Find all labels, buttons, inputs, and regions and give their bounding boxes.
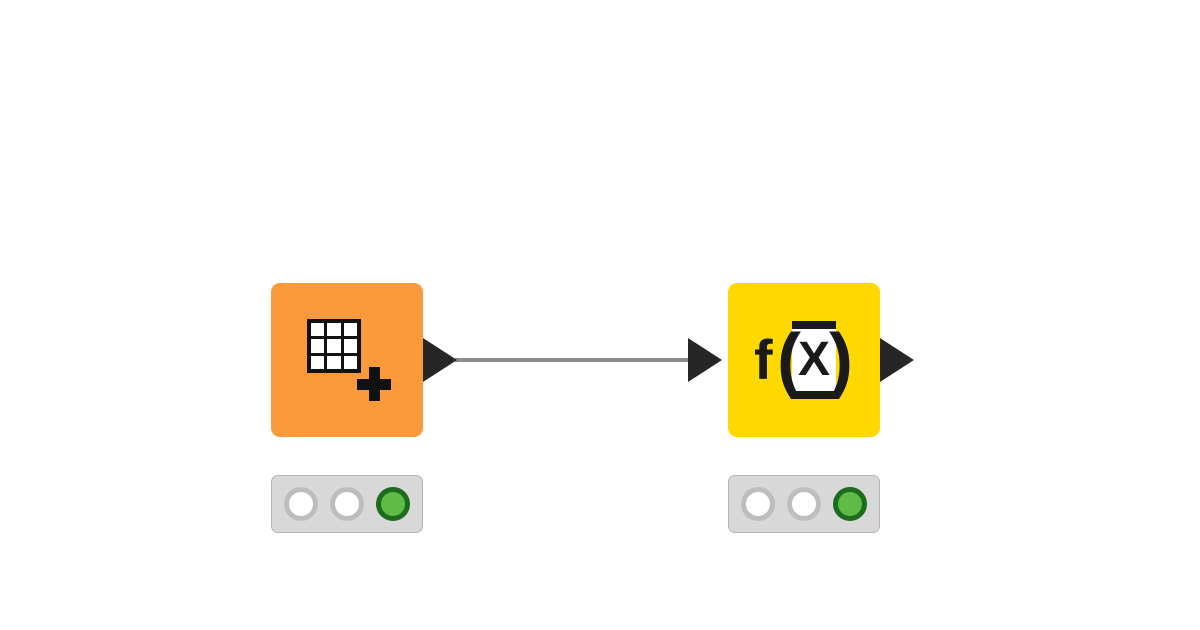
fx-variable: X (797, 333, 830, 386)
table-cell (343, 323, 357, 337)
table-cell (311, 355, 325, 369)
fx-variable-box (792, 321, 836, 399)
node-math-formula[interactable]: f ( X ) (688, 283, 978, 533)
fx-paren-left: ( (777, 320, 801, 400)
status-light-configure (741, 487, 775, 521)
table-cell (311, 339, 325, 353)
table-icon (307, 319, 361, 373)
node-table-creator-status-bar (271, 475, 423, 533)
status-light-executed (833, 487, 867, 521)
plus-icon (357, 367, 391, 401)
status-light-queued (787, 487, 821, 521)
fx-icon: f ( X ) (728, 283, 880, 437)
table-cell (343, 339, 357, 353)
fx-letter-f: f (754, 328, 773, 391)
node-table-creator-output-port[interactable] (423, 338, 457, 382)
node-math-formula-input-port[interactable] (688, 338, 722, 382)
node-table-creator-body[interactable] (271, 283, 423, 437)
table-cell (327, 323, 341, 337)
node-table-creator[interactable] (271, 283, 521, 533)
table-cell (327, 339, 341, 353)
status-light-configure (284, 487, 318, 521)
node-math-formula-status-bar (728, 475, 880, 533)
table-cell (343, 355, 357, 369)
node-math-formula-output-port[interactable] (880, 338, 914, 382)
node-math-formula-body[interactable]: f ( X ) (728, 283, 880, 437)
table-cell (327, 355, 341, 369)
node-table-creator-row (271, 283, 521, 437)
table-cell (311, 323, 325, 337)
status-light-queued (330, 487, 364, 521)
fx-paren-right: ) (829, 320, 853, 400)
connection-table-creator-to-math-formula[interactable] (455, 358, 695, 362)
status-light-executed (376, 487, 410, 521)
node-math-formula-row: f ( X ) (688, 283, 978, 437)
